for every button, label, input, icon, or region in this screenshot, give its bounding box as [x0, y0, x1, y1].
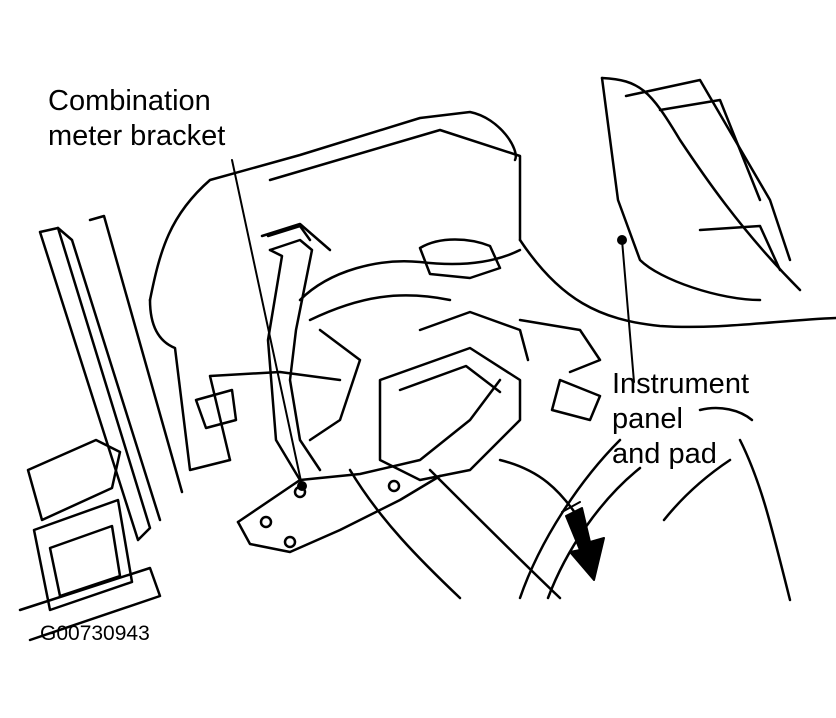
leader-lines	[231, 159, 635, 491]
instrument-panel-callout-line1: Instrument	[612, 368, 749, 400]
instrument-panel-callout-line2: panel	[612, 403, 683, 435]
down-arrow-icon	[561, 501, 605, 581]
figure-id: G00730943	[40, 622, 150, 645]
meter-bracket-callout-line2: meter bracket	[48, 120, 226, 152]
steering-column	[298, 238, 602, 600]
instrument-panel-pad	[518, 76, 836, 602]
meter-hood	[148, 110, 522, 472]
instrument-panel-callout: Instrument panel and pad	[612, 367, 749, 472]
meter-bracket-callout-line1: Combination	[48, 85, 211, 117]
meter-bracket	[236, 224, 502, 554]
instrument-panel-callout-line3: and pad	[612, 438, 717, 470]
meter-bracket-callout: Combination meter bracket	[48, 84, 225, 154]
center-console	[18, 214, 184, 642]
